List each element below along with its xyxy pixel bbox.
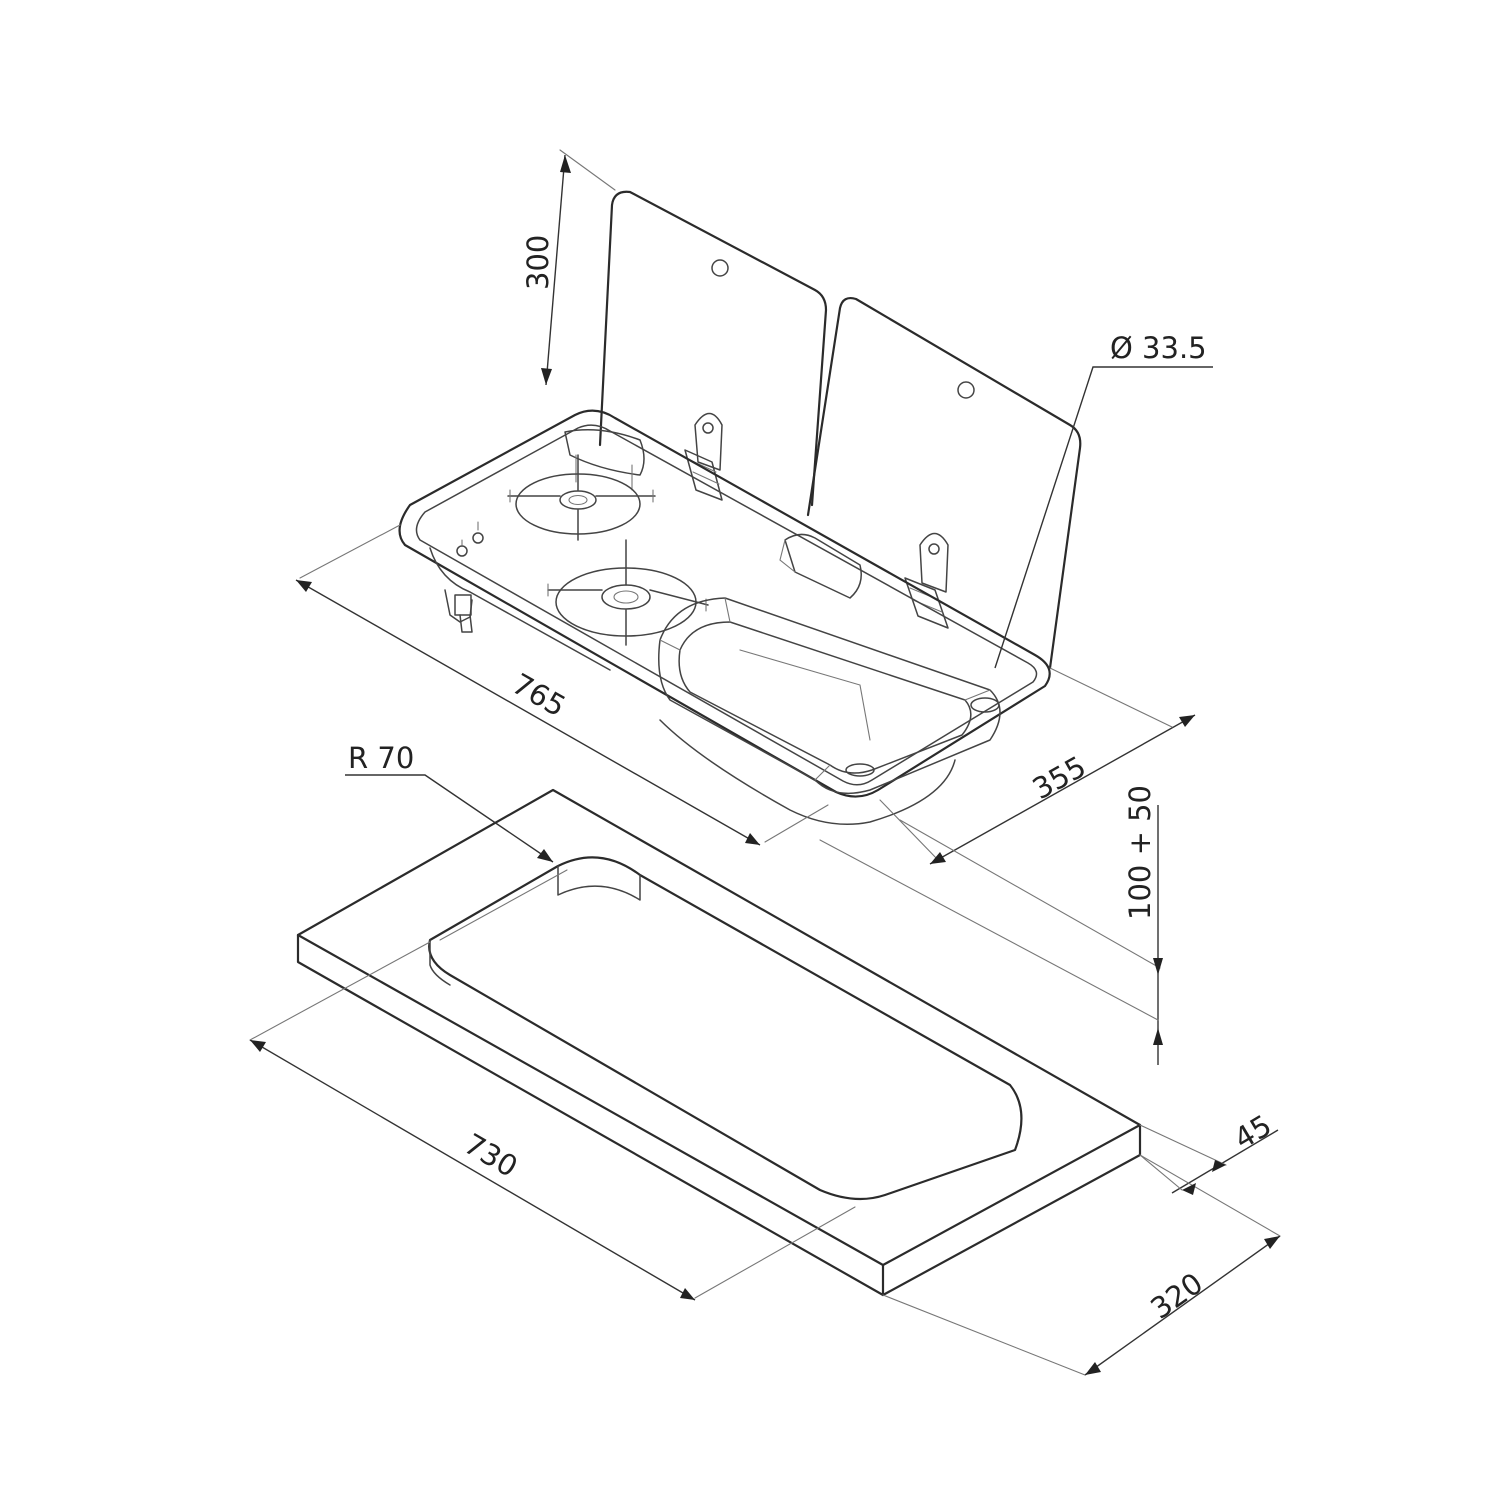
hob-sink-unit xyxy=(398,409,1051,826)
front-burner-icon xyxy=(547,539,709,646)
rear-burner-icon xyxy=(507,454,656,541)
dimension-lines xyxy=(249,149,1281,1376)
left-hinge-icon xyxy=(684,412,723,501)
unit-width-label: 355 xyxy=(1027,749,1092,806)
cutout-depth-label: 100 + 50 xyxy=(1123,785,1157,920)
right-hinge-icon xyxy=(904,532,949,629)
sink-bowl xyxy=(658,597,1001,795)
right-glass-lid xyxy=(806,296,1082,670)
control-knobs-icon xyxy=(456,521,484,557)
cutout-length-label: 730 xyxy=(458,1127,523,1184)
lid-height-label: 300 xyxy=(521,235,555,290)
left-glass-lid xyxy=(598,190,828,507)
unit-length-label: 765 xyxy=(507,667,572,724)
drain-diameter-label: Ø 33.5 xyxy=(1110,331,1207,365)
worktop-cutout xyxy=(296,788,1142,1297)
cutout-radius-label: R 70 xyxy=(348,741,414,775)
gas-connector-icon xyxy=(444,589,473,633)
worktop-thickness-label: 45 xyxy=(1228,1108,1277,1156)
drain-hole-icon xyxy=(970,697,1000,713)
cutout-width-label: 320 xyxy=(1144,1266,1209,1326)
